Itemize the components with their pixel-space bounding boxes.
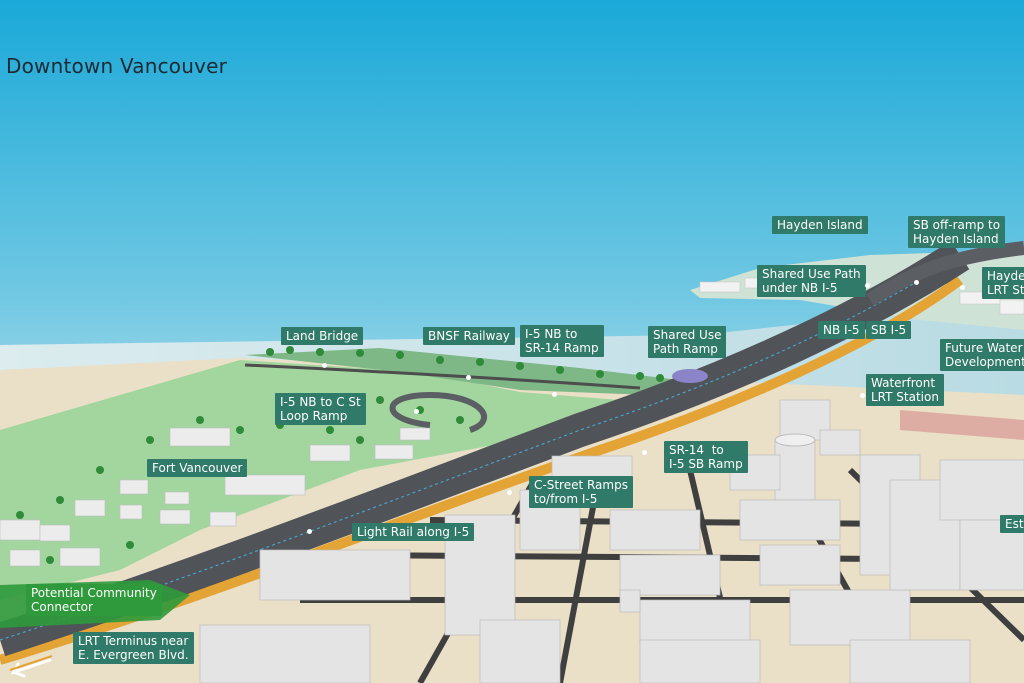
label-lrt-terminus: LRT Terminus near E. Evergreen Blvd. (73, 632, 194, 664)
bnsf-rail (244, 363, 641, 390)
leader-dot (307, 529, 312, 534)
park-area (0, 360, 620, 600)
label-sr14-i5: SR-14 to I-5 SB Ramp (664, 441, 748, 473)
highway-bridge (866, 241, 1024, 306)
label-hayden-island: Hayden Island (772, 216, 868, 234)
label-est: Est (1000, 515, 1024, 533)
downtown-buildings (199, 399, 1024, 683)
hayden-buildings (699, 277, 1024, 315)
leader-dot (960, 285, 965, 290)
label-bnsf: BNSF Railway (423, 327, 515, 345)
label-future-water: Future Water Development (940, 339, 1024, 371)
waterfront-red (900, 410, 1024, 440)
label-shared-use-path-nb: Shared Use Path under NB I-5 (757, 265, 866, 297)
leader-dot (865, 283, 870, 288)
label-land-bridge: Land Bridge (281, 327, 364, 345)
arrow-left-icon (9, 655, 53, 678)
label-i5-sr14: I-5 NB to SR-14 Ramp (520, 325, 604, 357)
leader-dot (860, 393, 865, 398)
label-hayden-lrt: Hayde LRT St (982, 267, 1024, 299)
leader-dot (414, 409, 419, 414)
label-sb-offramp: SB off-ramp to Hayden Island (908, 216, 1006, 248)
label-waterfront-lrt: Waterfront LRT Station (866, 374, 944, 406)
label-i5-cst-loop: I-5 NB to C St Loop Ramp (275, 393, 366, 425)
shared-use-path-ramp (672, 369, 708, 383)
round-tower (774, 433, 816, 447)
label-potential-connector: Potential Community Connector (26, 584, 162, 616)
fort-buildings (0, 427, 431, 567)
loop-ramp (389, 391, 487, 433)
highway-centerline (0, 254, 961, 641)
label-cstreet-ramps: C-Street Ramps to/from I-5 (529, 476, 633, 508)
leader-dot (322, 363, 327, 368)
label-fort-vancouver: Fort Vancouver (147, 459, 248, 477)
leader-dot (552, 392, 557, 397)
label-light-rail: Light Rail along I-5 (352, 523, 475, 541)
label-sb-i5: SB I-5 (866, 321, 912, 339)
leader-dot (642, 450, 647, 455)
leader-dot (466, 375, 471, 380)
label-shared-use-ramp: Shared Use Path Ramp (648, 326, 727, 358)
label-nb-i5: NB I-5 (818, 321, 865, 339)
map-title: Downtown Vancouver (6, 54, 228, 78)
leader-dot (507, 490, 512, 495)
leader-dot (914, 280, 919, 285)
